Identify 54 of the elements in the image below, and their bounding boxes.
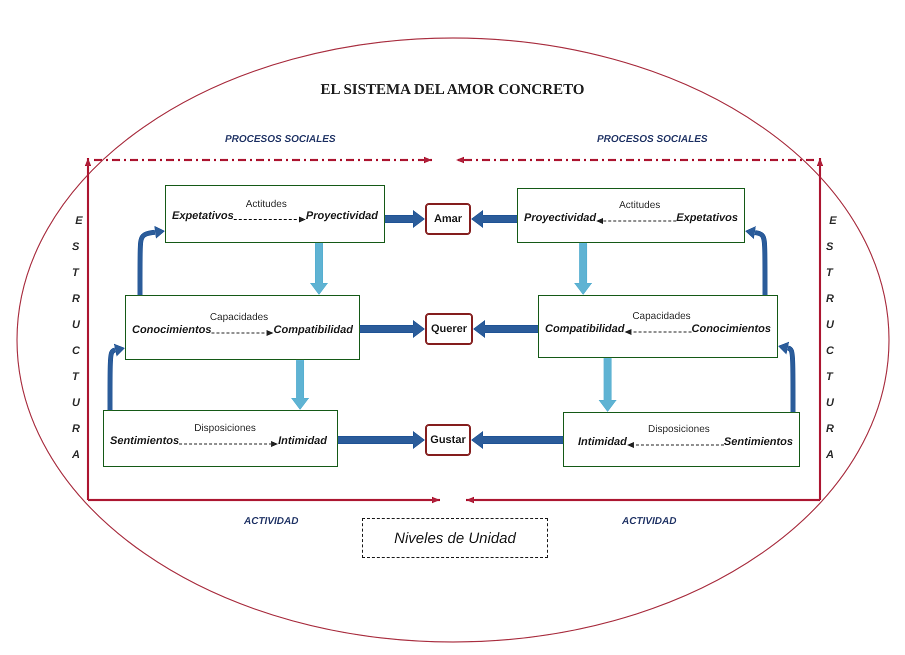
block-arrow bbox=[313, 243, 325, 295]
process-box bbox=[125, 295, 360, 360]
block-arrow bbox=[108, 345, 125, 410]
edge-label: Capacidades bbox=[208, 312, 270, 324]
process-box bbox=[563, 412, 800, 467]
arrow bbox=[233, 216, 305, 222]
concept-label: Sentimientos bbox=[724, 436, 793, 448]
edge-label: Capacidades bbox=[631, 311, 692, 323]
diagram-title: EL SISTEMA DEL AMOR CONCRETO bbox=[320, 82, 586, 99]
arrow bbox=[597, 218, 677, 224]
level-box: Amar bbox=[425, 203, 471, 235]
block-arrow bbox=[360, 323, 425, 335]
block-arrow bbox=[471, 213, 517, 225]
block-arrow bbox=[745, 228, 768, 295]
arrow bbox=[210, 330, 273, 336]
edge-label: Actitudes bbox=[244, 198, 288, 210]
block-arrow bbox=[471, 434, 563, 446]
block-arrow bbox=[385, 213, 425, 225]
block-arrow bbox=[338, 434, 425, 446]
arrow bbox=[625, 329, 692, 335]
axis-label: ACTIVIDAD bbox=[622, 516, 676, 527]
block-arrow bbox=[778, 343, 796, 412]
process-box bbox=[103, 410, 338, 467]
concept-label: Proyectividad bbox=[524, 212, 596, 224]
concept-label: Compatibilidad bbox=[274, 324, 353, 336]
axis-label: PROCESOS SOCIALES bbox=[597, 134, 708, 145]
level-box: Querer bbox=[425, 313, 473, 345]
concept-label: Expetativos bbox=[676, 212, 738, 224]
edge-label: Disposiciones bbox=[647, 424, 711, 436]
arrow bbox=[628, 442, 724, 448]
process-box bbox=[165, 185, 385, 243]
concept-label: Compatibilidad bbox=[545, 322, 624, 336]
concept-label: Sentimientos bbox=[110, 434, 180, 448]
process-box bbox=[517, 188, 745, 243]
axis-label: PROCESOS SOCIALES bbox=[225, 134, 336, 145]
vertical-label: ESTRUCTURA bbox=[72, 214, 83, 463]
block-arrow bbox=[294, 360, 306, 410]
edge-label: Disposiciones bbox=[193, 423, 257, 435]
vertical-label: ESTRUCTURA bbox=[826, 214, 837, 463]
block-arrow bbox=[473, 323, 538, 335]
process-box bbox=[538, 295, 778, 358]
block-arrow bbox=[577, 243, 590, 295]
axis-label: ACTIVIDAD bbox=[244, 516, 298, 527]
block-arrow bbox=[138, 227, 165, 295]
dashed-label-box: Niveles de Unidad bbox=[362, 518, 548, 558]
concept-label: Conocimientos bbox=[692, 322, 771, 336]
concept-label: Intimidad bbox=[578, 436, 627, 448]
concept-label: Intimidad bbox=[278, 434, 327, 448]
concept-label: Conocimientos bbox=[132, 324, 212, 336]
concept-label: Proyectividad bbox=[306, 210, 378, 223]
block-arrow bbox=[602, 358, 614, 412]
arrow bbox=[178, 441, 278, 447]
concept-label: Expetativos bbox=[172, 210, 234, 223]
level-box: Gustar bbox=[425, 424, 471, 456]
